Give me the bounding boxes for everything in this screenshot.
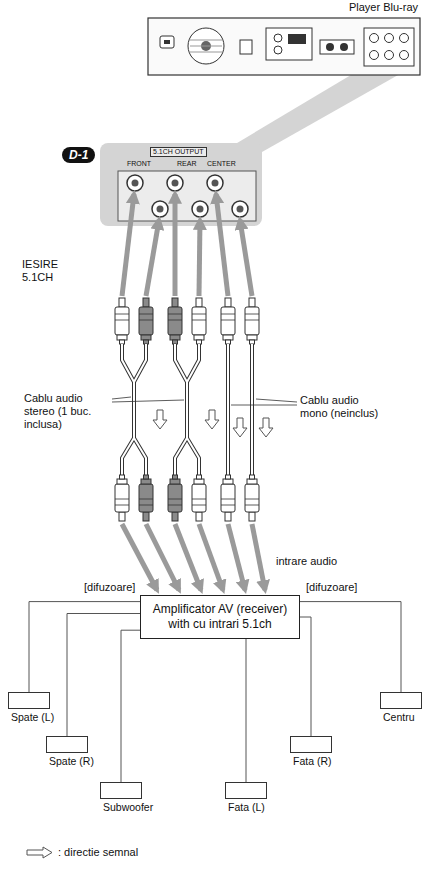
speaker: Fata (L) [225,782,267,813]
speaker-name: Fata (L) [228,801,267,813]
leader-lines [112,397,297,405]
speaker-name: Spate (R) [49,755,94,767]
direction-arrows [153,410,273,437]
output-label: IESIRE 5.1CH [22,258,72,284]
speaker: Spate (R) [46,736,94,767]
speaker-name: Subwoofer [103,801,153,813]
speaker-wire [67,614,140,737]
device-name: Player Blu-ray [349,1,418,13]
jack-label: CENTER [207,160,236,168]
legend-row: : directie semnal [26,846,138,859]
rca-plugs [115,475,259,521]
output-panel [100,143,262,226]
speakers-label: [difuzoare] [306,581,357,594]
speaker-box [225,782,267,799]
player-drawing [148,18,420,75]
callout-wedge [232,66,414,152]
speaker-box [8,692,50,709]
input-arrows [122,524,265,590]
speaker-name: Spate (L) [11,711,54,723]
jack-label: REAR [177,160,196,168]
speaker-wire [121,630,140,782]
cable-label: Cablu audio stereo (1 buc. inclusa) [24,392,110,432]
input-label: intrare audio [276,555,337,568]
panel-title: 5.1CH OUTPUT [150,147,207,157]
legend-text: : directie semnal [58,846,138,859]
speaker-box [46,736,88,753]
speaker-wire [300,617,311,736]
speaker-box [290,736,332,753]
speakers-label: [difuzoare] [84,581,135,594]
jack-label: FRONT [127,160,151,168]
speaker: Spate (L) [8,692,54,723]
speaker-box [380,692,422,709]
speaker: Centru [380,692,422,723]
legend-arrow [26,846,54,859]
amplifier-box: Amplificator AV (receiver) with cu intra… [140,595,300,639]
speaker-box [100,782,142,799]
speaker-wire [246,639,247,782]
speaker: Fata (R) [290,736,332,767]
callout-badge: D-1 [62,147,95,163]
speaker-wire [29,602,140,692]
audio-cables [122,344,252,475]
speaker-wire [300,602,401,692]
speaker-name: Centru [383,711,422,723]
speaker: Subwoofer [100,782,153,813]
rca-plugs [115,298,259,344]
signal-arrows [122,194,252,296]
player-device: Player Blu-ray [148,18,420,75]
speaker-name: Fata (R) [293,755,332,767]
cable-label: Cablu audio mono (neinclus) [300,394,386,420]
amplifier-name: Amplificator AV (receiver) with cu intra… [149,602,291,632]
